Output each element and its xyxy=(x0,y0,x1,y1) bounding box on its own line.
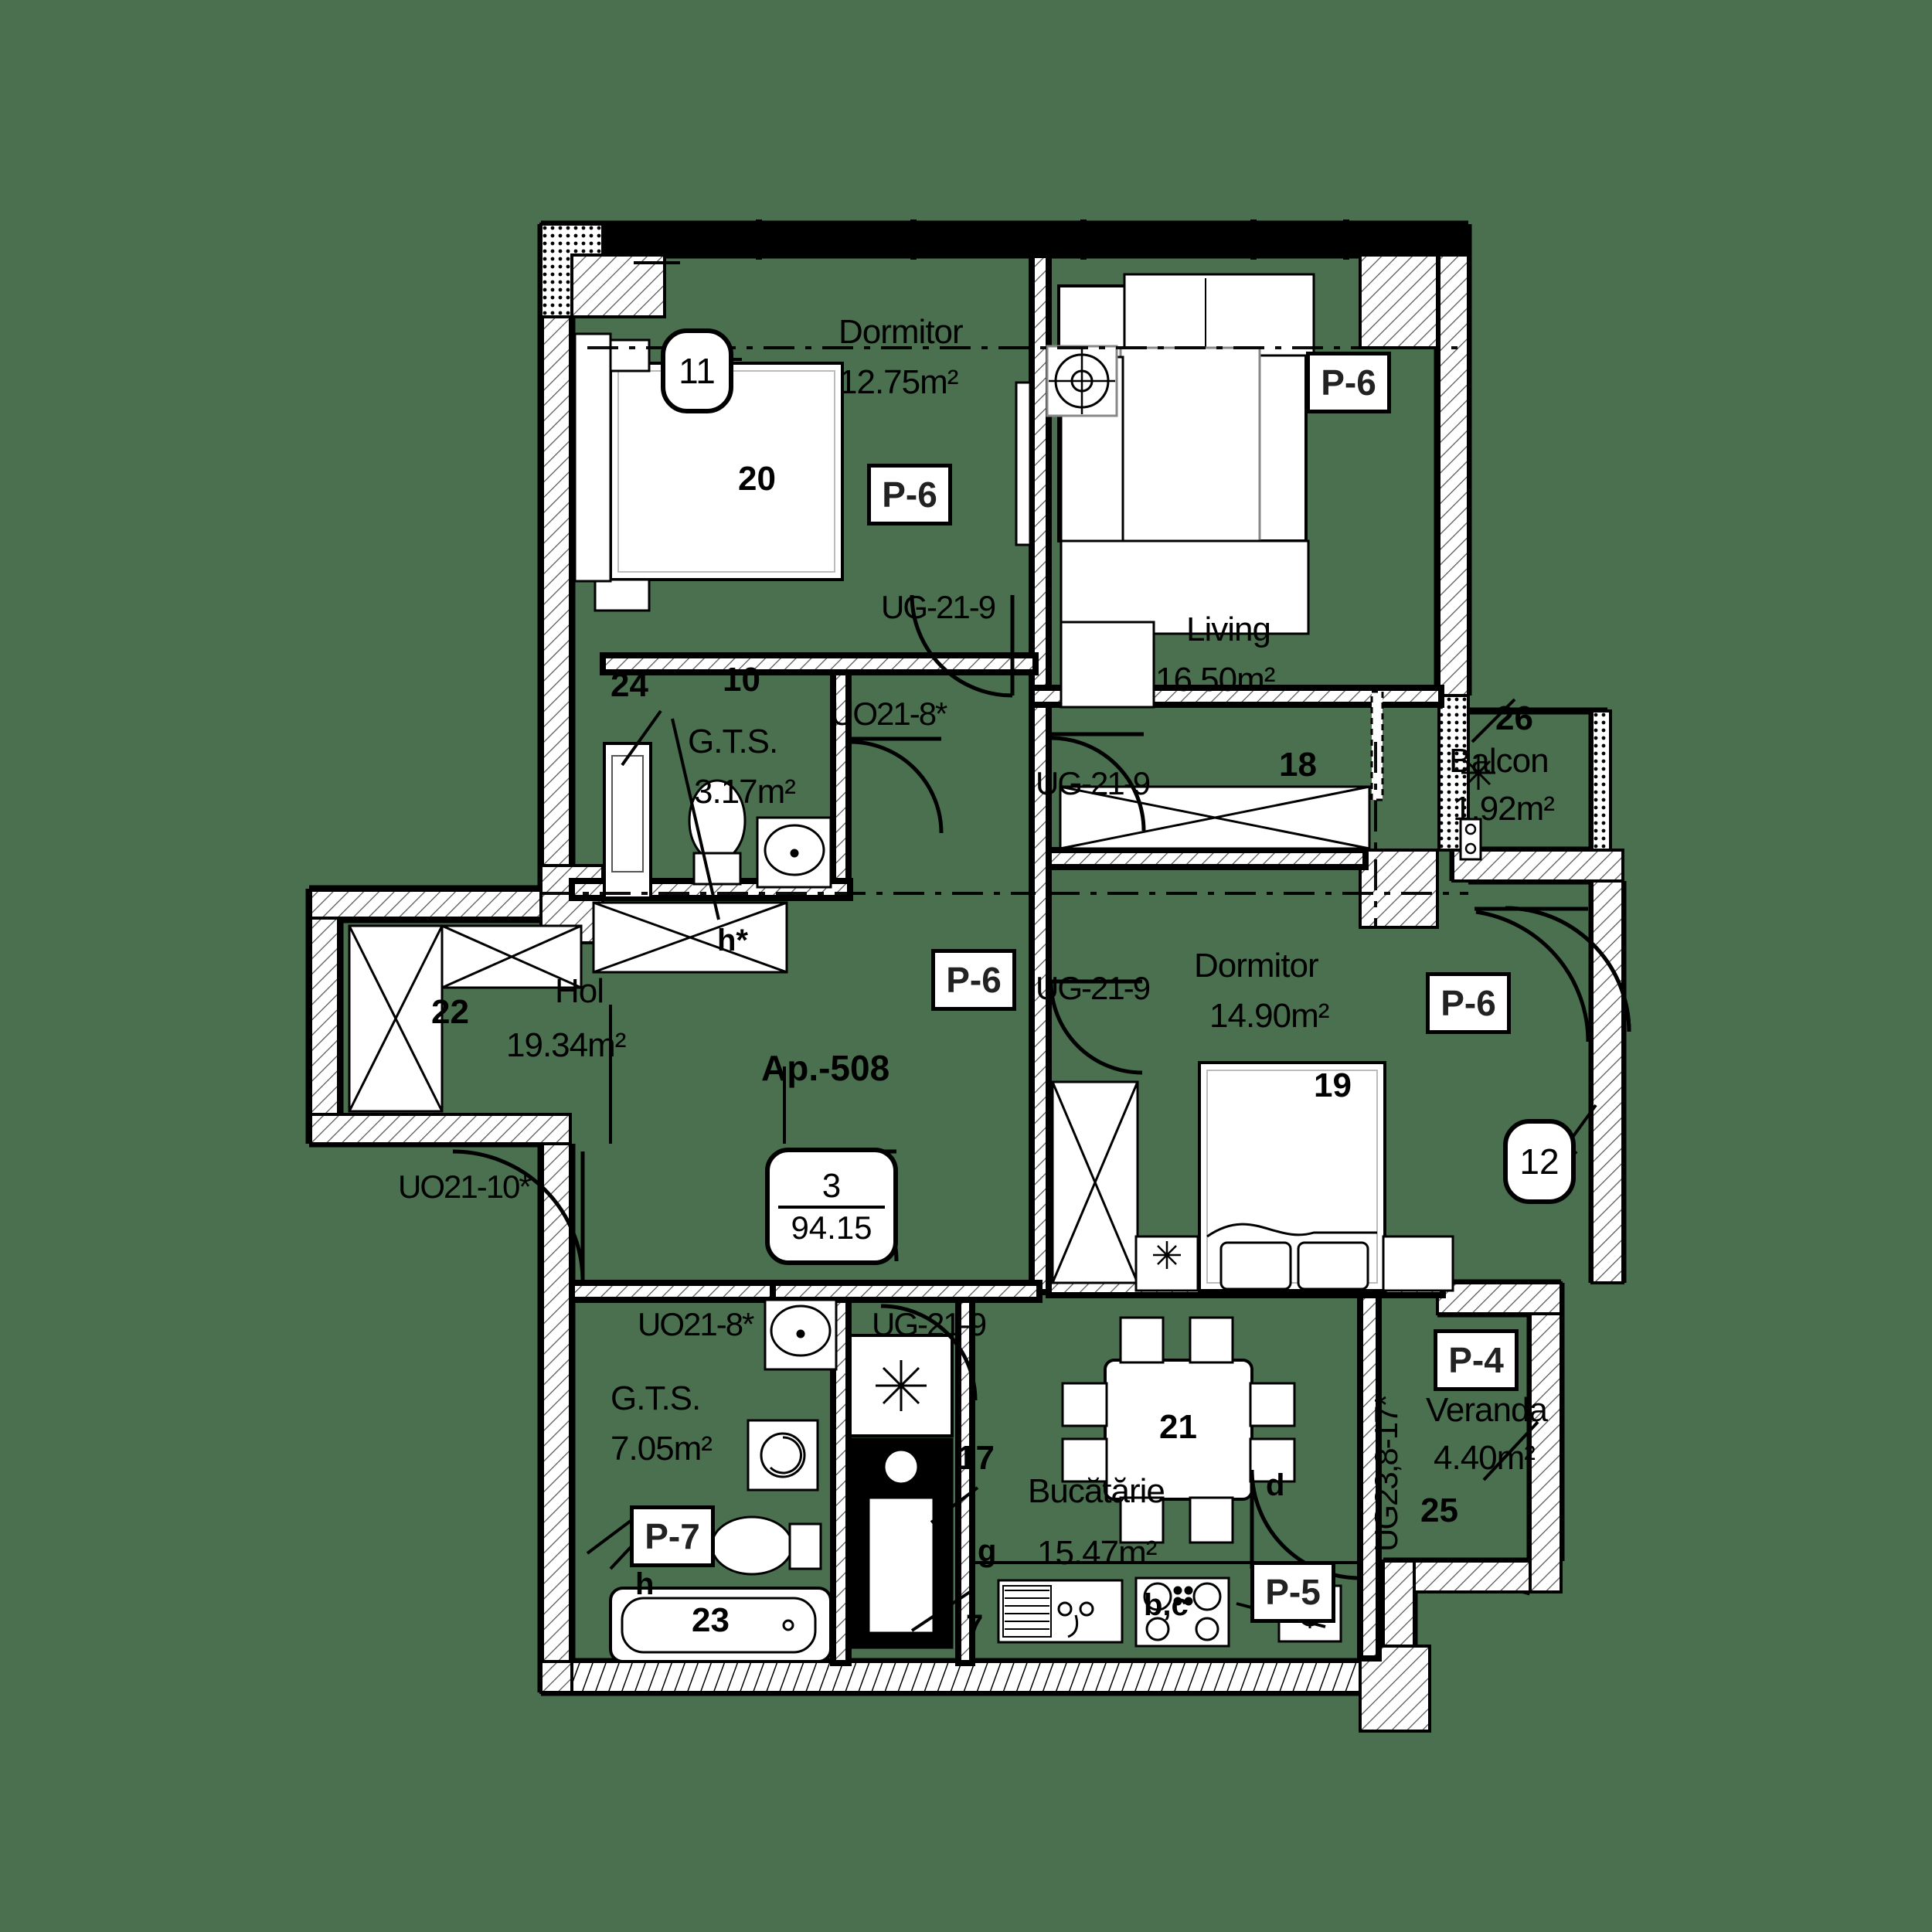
apartment-area-stamp: 3 94.15 xyxy=(765,1148,898,1265)
door-code-ug-21-9-d: UG-21-9 xyxy=(872,1306,987,1342)
marker-d: d xyxy=(1266,1468,1285,1502)
door-code-ug-21-9-b: UG-21-9 xyxy=(1036,765,1151,801)
bed-2-icon xyxy=(1134,1061,1454,1292)
door-code-ug-21-9-a: UG-21-9 xyxy=(881,589,996,625)
marker-balloon-12: 12 xyxy=(1503,1119,1576,1204)
apartment-label: Ap.-508 xyxy=(761,1048,890,1088)
shower-cell xyxy=(849,1334,954,1649)
marker-b-c: b,c xyxy=(1144,1588,1189,1622)
window-tag-p6-b: P-6 xyxy=(1306,352,1391,413)
door-code-ug-21-9-c: UG-21-9 xyxy=(1036,970,1151,1006)
marker-22: 22 xyxy=(431,993,469,1031)
room-name-veranda: Veranda xyxy=(1426,1391,1548,1429)
marker-26: 26 xyxy=(1495,699,1533,737)
marker-g: g xyxy=(978,1534,997,1568)
room-area-dormitor-2: 14.90m² xyxy=(1209,997,1329,1035)
window-tag-p6-a: P-6 xyxy=(867,464,952,526)
room-area-hol: 19.34m² xyxy=(506,1026,626,1064)
room-name-balcon: Balcon xyxy=(1449,742,1549,780)
furniture-tag-20: 20 xyxy=(738,460,776,498)
room-area-bucatarie: 15.47m² xyxy=(1037,1534,1157,1572)
marker-h-star: h* xyxy=(717,923,748,957)
door-code-uo21-8-a: UO21-8* xyxy=(831,696,947,732)
stove-icon xyxy=(1134,1577,1230,1648)
marker-h: h xyxy=(635,1567,655,1601)
room-name-living: Living xyxy=(1186,611,1271,648)
furniture-tag-19: 19 xyxy=(1314,1066,1352,1104)
window-tag-p7: P-7 xyxy=(630,1505,715,1567)
apartment-number: 3 xyxy=(821,1166,842,1205)
room-name-gts-2: G.T.S. xyxy=(611,1379,701,1417)
marker-7: 7 xyxy=(966,1609,984,1643)
door-code-uo21-10: UO21-10* xyxy=(398,1168,532,1205)
door-code-ug23-8-17: UG23,8-17* xyxy=(1368,1396,1404,1552)
wardrobe-icon xyxy=(348,785,1371,1284)
balcony-plant-icon xyxy=(1459,756,1495,861)
furniture-tag-23: 23 xyxy=(692,1601,730,1639)
room-area-gts-1: 3.17m² xyxy=(694,773,796,811)
marker-10: 10 xyxy=(723,661,760,699)
room-area-balcon: 1.92m² xyxy=(1453,790,1555,828)
stamp-divider xyxy=(778,1205,885,1209)
room-area-veranda: 4.40m² xyxy=(1434,1439,1536,1477)
door-swings xyxy=(452,594,1631,1580)
window-tag-p6-c: P-6 xyxy=(931,949,1016,1011)
bathroom-1-fixtures xyxy=(603,742,832,900)
room-name-dormitor-2: Dormitor xyxy=(1194,947,1319,985)
sink-icon xyxy=(997,1579,1124,1644)
door-code-uo21-8-b: UO21-8* xyxy=(638,1306,754,1342)
marker-balloon-11: 11 xyxy=(661,328,733,413)
room-name-bucatarie: Bucătărie xyxy=(1028,1472,1165,1510)
dining-table-icon xyxy=(1061,1316,1296,1544)
marker-24: 24 xyxy=(611,666,648,704)
room-name-dormitor-1: Dormitor xyxy=(838,313,964,351)
window-tag-p4: P-4 xyxy=(1434,1329,1519,1391)
room-name-hol: Hol xyxy=(555,972,604,1010)
apartment-area: 94.15 xyxy=(791,1209,872,1246)
marker-17: 17 xyxy=(957,1439,995,1477)
room-area-gts-2: 7.05m² xyxy=(611,1430,713,1468)
room-name-gts-1: G.T.S. xyxy=(688,723,778,760)
furniture-tag-21: 21 xyxy=(1159,1408,1197,1446)
bathroom-2-fixtures xyxy=(609,1298,838,1663)
window-tag-p6-d: P-6 xyxy=(1426,972,1511,1034)
furniture-tag-18: 18 xyxy=(1279,746,1317,784)
window-tag-p5: P-5 xyxy=(1250,1561,1335,1623)
room-area-living: 16.50m² xyxy=(1155,661,1275,699)
room-area-dormitor-1: 12.75m² xyxy=(838,363,958,401)
living-circle-fixture xyxy=(1046,345,1118,417)
marker-25: 25 xyxy=(1420,1492,1458,1529)
door-swing-balcony xyxy=(1475,906,1590,1043)
